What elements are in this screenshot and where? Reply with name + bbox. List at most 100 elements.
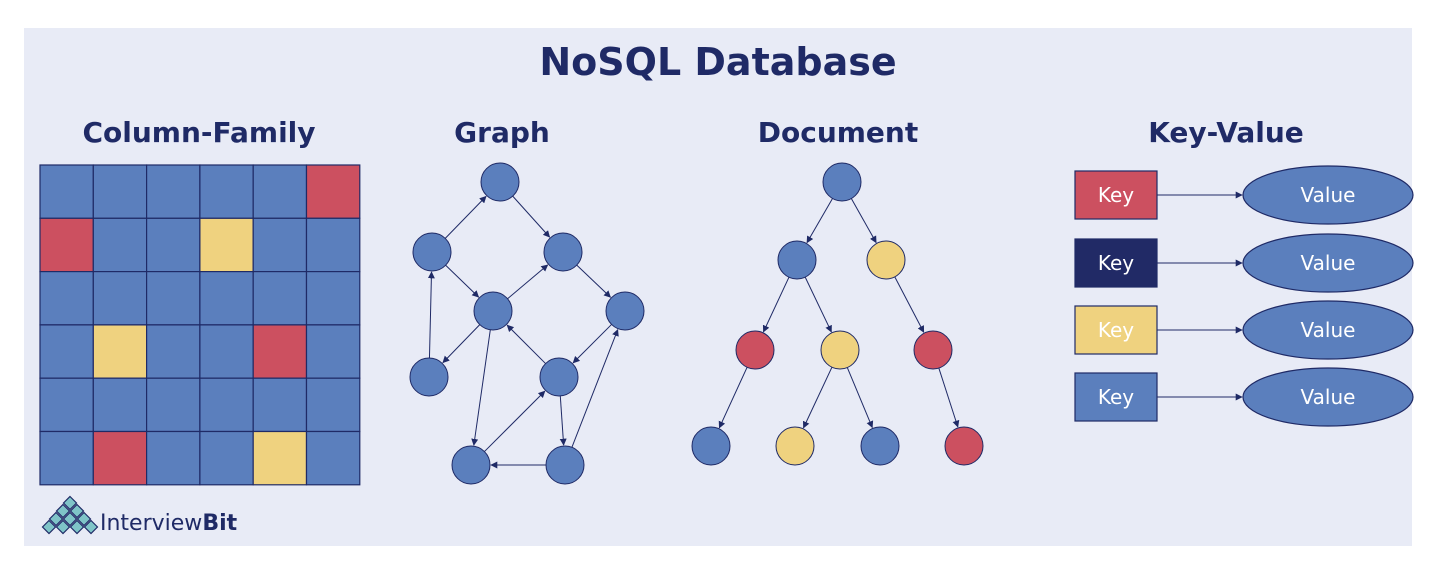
graph-node: [545, 445, 585, 485]
logo-diamond-icon: [41, 495, 99, 535]
grid-cell: [252, 377, 308, 433]
grid-cell: [305, 217, 361, 273]
key-box: [1074, 305, 1158, 355]
graph-node: [605, 291, 645, 331]
graph-edge: [572, 324, 612, 364]
graph-node: [412, 232, 452, 272]
graph-node: [473, 291, 513, 331]
document-edge: [806, 198, 833, 244]
grid-cell: [39, 217, 94, 273]
value-ellipse: [1242, 165, 1414, 225]
document-node: [913, 330, 953, 370]
grid-cell: [252, 324, 308, 379]
key-label: Key: [1098, 318, 1134, 342]
grid-cell: [92, 377, 148, 433]
logo-diamond: [62, 495, 78, 511]
graph-edges: [427, 195, 619, 469]
grid-cell: [92, 430, 148, 486]
logo-text-regular: Interview: [100, 511, 202, 536]
graph-edge: [427, 271, 435, 359]
graph-node: [539, 357, 579, 397]
value-label: Value: [1301, 385, 1356, 409]
document-edge: [802, 366, 833, 429]
logo-diamond: [41, 519, 57, 535]
grid-cell: [92, 217, 148, 273]
key-box: [1074, 170, 1158, 220]
value-label: Value: [1301, 183, 1356, 207]
document-node: [944, 426, 984, 466]
value-ellipse: [1242, 233, 1414, 293]
grid-cell: [252, 164, 308, 219]
key-label: Key: [1098, 183, 1134, 207]
grid-cell: [199, 164, 254, 219]
grid-cell: [199, 217, 254, 273]
document-node: [735, 330, 775, 370]
grid-cell: [39, 430, 94, 486]
graph-node: [451, 445, 491, 485]
value-label: Value: [1301, 251, 1356, 275]
document-edge: [804, 276, 832, 333]
logo-diamond: [55, 519, 71, 535]
grid-cell: [305, 164, 361, 219]
grid-cell: [92, 271, 148, 326]
document-edge: [894, 276, 925, 333]
value-ellipse: [1242, 367, 1414, 427]
grid-cell: [146, 164, 201, 219]
graph-node: [409, 357, 449, 397]
grid-cell: [252, 430, 308, 486]
graph-edge: [442, 324, 481, 364]
grid-cell: [39, 377, 94, 433]
document-edge: [762, 277, 790, 333]
graph-edge: [484, 390, 546, 452]
grid-cell: [305, 324, 361, 379]
graph-edge: [571, 328, 619, 448]
value-label: Value: [1301, 318, 1356, 342]
graph-edge: [512, 195, 551, 238]
grid-cell: [146, 324, 201, 379]
document-node: [822, 162, 862, 202]
graph-edge: [506, 324, 546, 364]
grid-cell: [305, 430, 361, 486]
logo-text-bold: Bit: [202, 511, 237, 536]
grid-cell: [39, 324, 94, 379]
document-node: [691, 426, 731, 466]
document-heading: Document: [758, 116, 919, 149]
document-node: [820, 330, 860, 370]
key-value-heading: Key-Value: [1148, 116, 1304, 149]
grid-cell: [199, 377, 254, 433]
document-node: [775, 426, 815, 466]
logo-diamond: [48, 511, 64, 527]
grid-cell: [146, 430, 201, 486]
grid-cell: [146, 217, 201, 273]
document-edge: [718, 367, 748, 429]
logo-diamond: [83, 519, 99, 535]
graph-edge: [576, 264, 612, 298]
grid-cell: [305, 271, 361, 326]
document-edge: [938, 367, 960, 428]
document-edges: [718, 198, 960, 429]
grid-cell: [39, 271, 94, 326]
logo-diamond: [55, 503, 71, 519]
grid-cell: [146, 377, 201, 433]
graph-nodes: [409, 162, 645, 485]
column-family-grid: [39, 164, 361, 486]
key-label: Key: [1098, 385, 1134, 409]
interviewbit-logo: InterviewBit: [41, 495, 238, 536]
graph-edge: [507, 264, 549, 300]
graph-edge: [471, 329, 491, 446]
logo-diamond: [62, 511, 78, 527]
grid-cell: [199, 271, 254, 326]
logo-diamond: [69, 503, 85, 519]
grid-cell: [252, 271, 308, 326]
key-box: [1074, 238, 1158, 288]
graph-node: [543, 232, 583, 272]
key-label: Key: [1098, 251, 1134, 275]
graph-edge: [444, 195, 487, 239]
document-node: [866, 240, 906, 280]
document-node: [860, 426, 900, 466]
grid-cell: [92, 164, 148, 219]
grid-cell: [199, 430, 254, 486]
column-family-heading: Column-Family: [82, 116, 315, 149]
